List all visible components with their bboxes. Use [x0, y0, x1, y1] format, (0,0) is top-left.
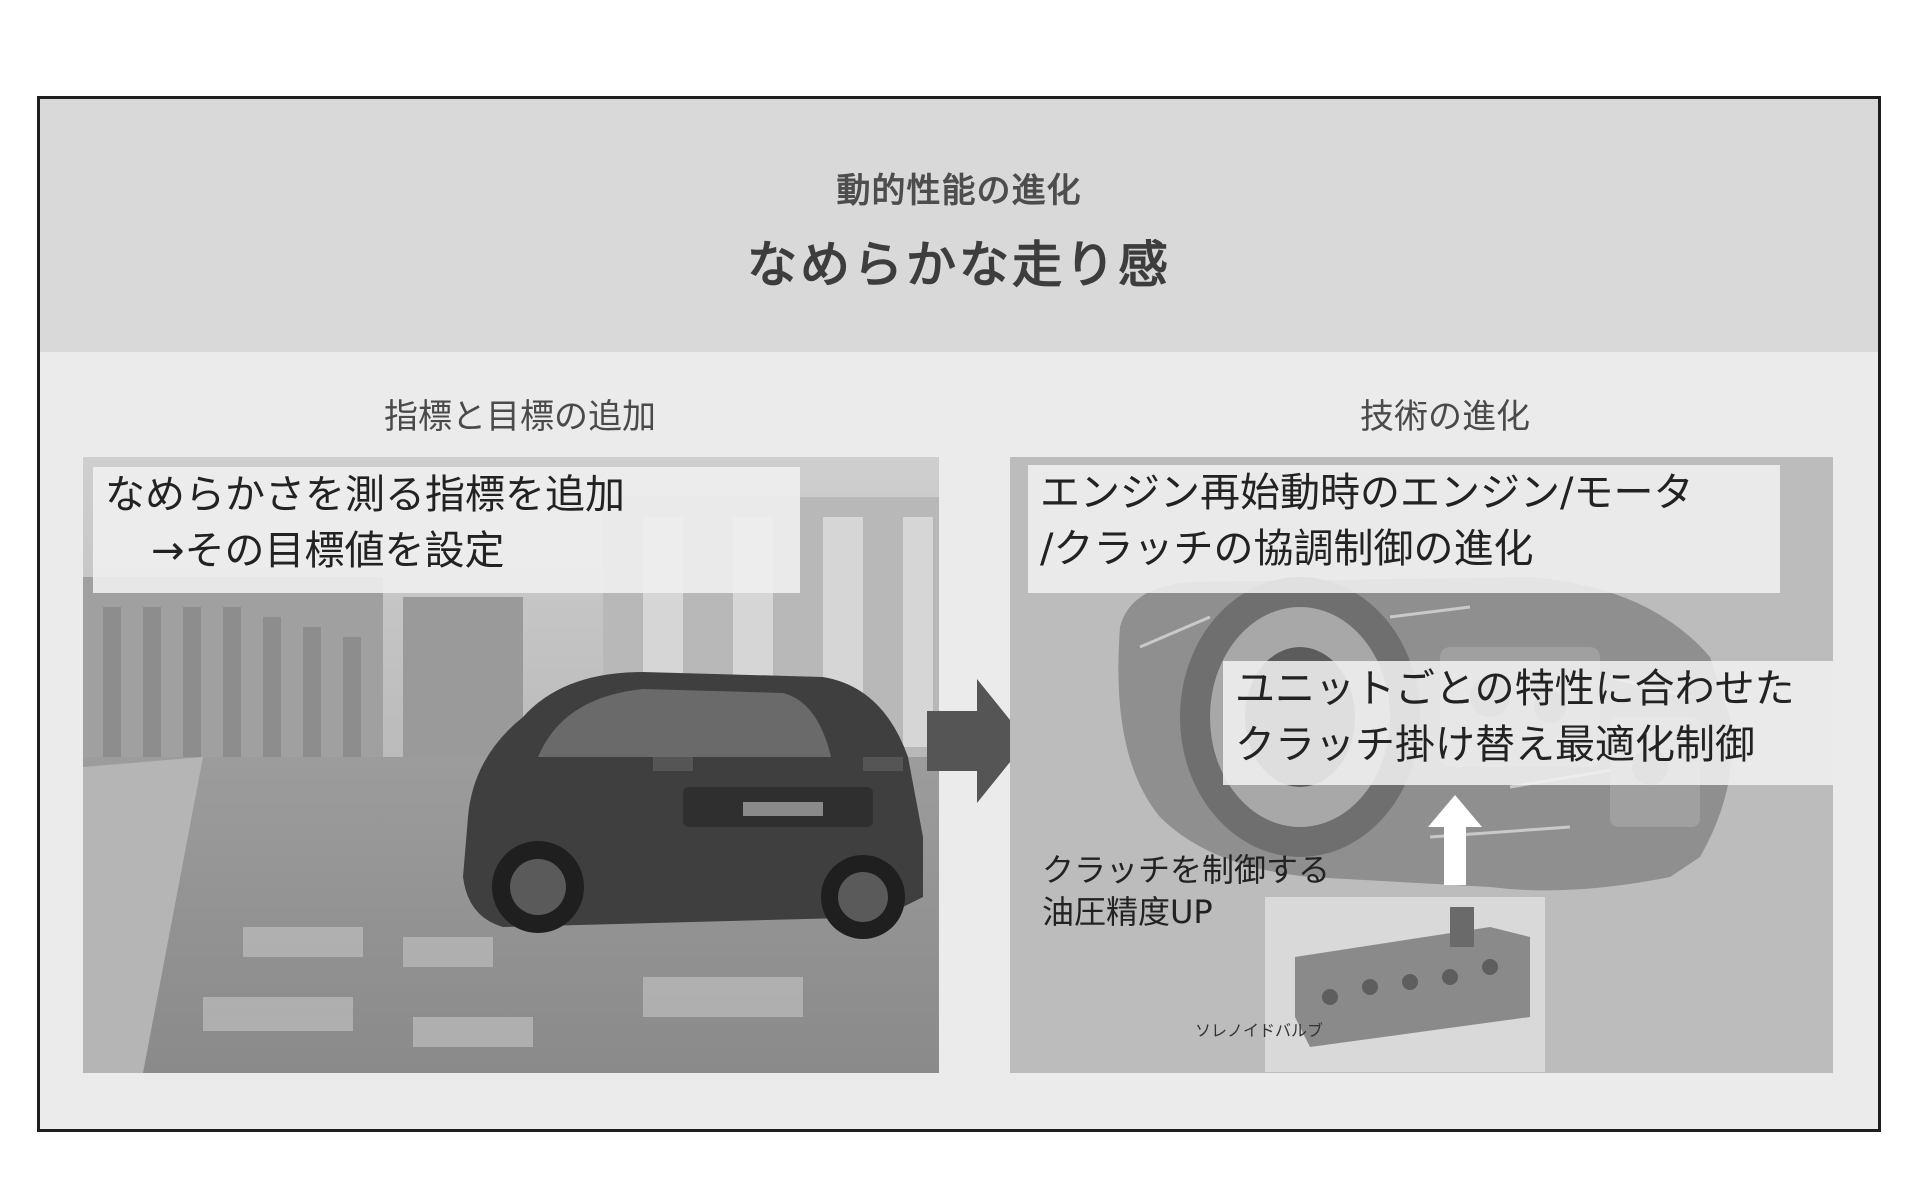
clutch-optimization-callout: ユニットごとの特性に合わせた クラッチ掛け替え最適化制御: [1223, 661, 1833, 785]
callout-line-1: ユニットごとの特性に合わせた: [1235, 666, 1795, 712]
coordinated-control-callout: エンジン再始動時のエンジン/モータ /クラッチの協調制御の進化: [1028, 465, 1780, 593]
hydraulic-label: クラッチを制御する 油圧精度UP: [1042, 849, 1330, 933]
label-line-2: 油圧精度UP: [1042, 893, 1213, 931]
callout-line-1: エンジン再始動時のエンジン/モータ: [1040, 470, 1694, 516]
callout-line-2: /クラッチの協調制御の進化: [1040, 526, 1534, 572]
slide-subtitle: 動的性能の進化: [836, 171, 1082, 211]
callout-line-1: なめらかさを測る指標を追加: [105, 472, 625, 518]
callout-line-2: クラッチ掛け替え最適化制御: [1235, 722, 1755, 768]
arrow-right-icon: [927, 679, 1027, 803]
callout-line-2: →その目標値を設定: [151, 528, 505, 574]
car-photo-panel: なめらかさを測る指標を追加 →その目標値を設定: [83, 457, 939, 1073]
label-line-1: クラッチを制御する: [1042, 851, 1331, 889]
right-column-heading: 技術の進化: [1360, 397, 1530, 437]
slide-title: なめらかな走り感: [747, 236, 1171, 294]
arrow-up-icon: [1428, 795, 1482, 885]
left-column-heading: 指標と目標の追加: [384, 397, 656, 437]
transmission-photo-panel: エンジン再始動時のエンジン/モータ /クラッチの協調制御の進化 ユニットごとの特…: [1010, 457, 1833, 1073]
index-target-callout: なめらかさを測る指標を追加 →その目標値を設定: [93, 467, 800, 593]
solenoid-valve-caption: ソレノイドバルブ: [1195, 1021, 1324, 1040]
header-band: 動的性能の進化 なめらかな走り感: [40, 99, 1878, 352]
slide-frame: 動的性能の進化 なめらかな走り感 指標と目標の追加 技術の進化: [37, 96, 1881, 1132]
